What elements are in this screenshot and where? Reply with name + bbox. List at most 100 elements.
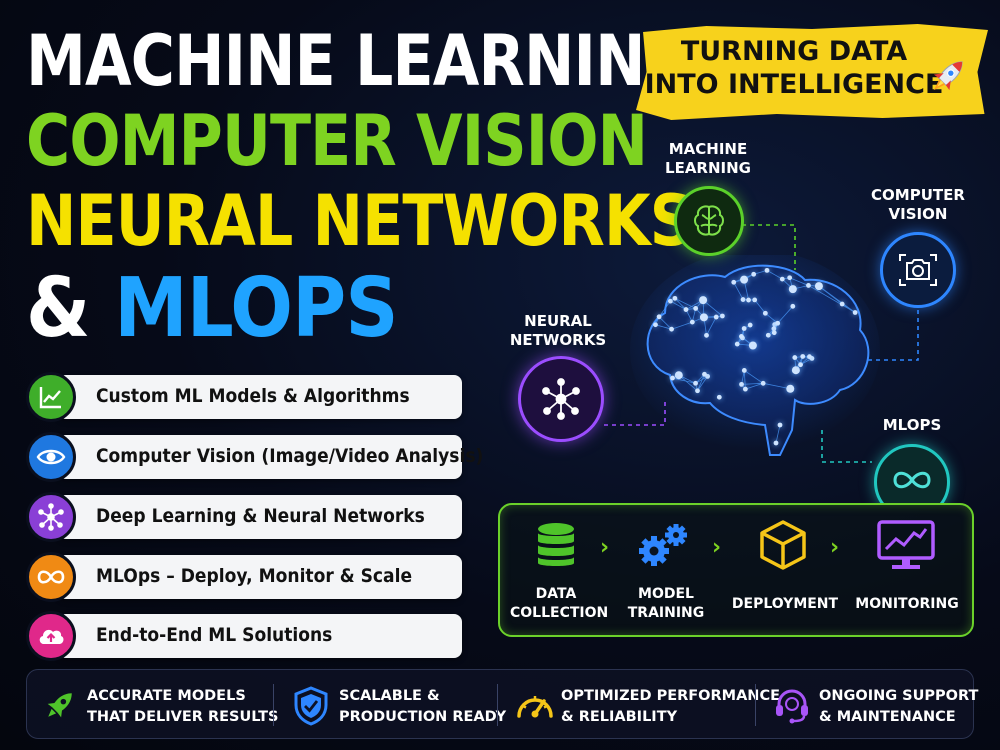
brain-network-icon [630, 255, 880, 456]
headline-computer-vision: COMPUTER VISION [26, 100, 648, 182]
brain-node [786, 384, 795, 393]
topic-line: VISION [888, 204, 948, 223]
brain-node [779, 276, 785, 282]
brain-node [674, 371, 683, 380]
brain-node [699, 296, 708, 305]
headline-ampersand: & [26, 261, 90, 356]
service-label: Computer Vision (Image/Video Analysis) [96, 445, 484, 467]
brain-link [733, 282, 744, 300]
brain-node [695, 388, 700, 394]
gauge-icon [517, 696, 553, 718]
brain-node [716, 394, 722, 400]
brain-node [773, 440, 779, 446]
service-item-deep-learning[interactable]: Deep Learning & Neural Networks [26, 492, 464, 542]
brain-link [702, 299, 723, 317]
brain-link [789, 277, 809, 286]
feature-line: PRODUCTION READY [339, 709, 507, 726]
feature-line: & RELIABILITY [561, 709, 678, 726]
network-icon [26, 492, 76, 542]
feature-line: SCALABLE & [339, 688, 440, 704]
pipeline-step-data-collection: DATA COLLECTION [510, 585, 608, 623]
headset-icon [776, 689, 808, 724]
chevron-right-icon: › [712, 535, 722, 560]
brain-link [697, 374, 705, 391]
rocket-icon [47, 693, 72, 718]
service-item-custom-ml[interactable]: Custom ML Models & Algorithms [26, 372, 464, 422]
divider [273, 684, 274, 726]
feature-text: OPTIMIZED PERFORMANCE & RELIABILITY [561, 686, 780, 728]
brain-node [739, 381, 744, 387]
brain-node [788, 285, 797, 294]
brain-node [777, 422, 783, 428]
brain-link [818, 285, 843, 305]
step-line: DEPLOYMENT [731, 596, 839, 612]
feature-text: ONGOING SUPPORT & MAINTENANCE [819, 686, 978, 728]
brain-link [674, 297, 696, 309]
camera-icon [880, 232, 956, 308]
monitor-chart-icon [877, 520, 935, 569]
brain-node [683, 307, 689, 312]
eye-icon [26, 432, 76, 482]
brain-link [678, 374, 698, 392]
brain-node [764, 267, 770, 273]
step-line: MONITORING [855, 596, 959, 612]
brain-link [754, 299, 766, 314]
brain-link [765, 312, 778, 324]
infinity-icon [26, 552, 76, 602]
brain-link [808, 285, 856, 313]
service-item-computer-vision[interactable]: Computer Vision (Image/Video Analysis) [26, 432, 483, 482]
network-icon [518, 356, 604, 442]
service-item-end-to-end[interactable]: End-to-End ML Solutions [26, 611, 464, 661]
brain-node [740, 275, 749, 284]
brain-node [670, 375, 675, 381]
brain-link [672, 377, 696, 384]
brain-node [787, 275, 793, 281]
banner-line-2: INTO INTELLIGENCE [644, 68, 944, 100]
service-item-mlops[interactable]: MLOps – Deploy, Monitor & Scale [26, 552, 464, 602]
brain-node [653, 322, 658, 328]
brain-link [766, 270, 783, 280]
topic-line: NEURAL [524, 312, 592, 330]
brain-node [719, 313, 725, 319]
brain-node [699, 313, 708, 322]
brain-node [741, 368, 747, 373]
feature-line: THAT DELIVER RESULTS [87, 709, 279, 726]
brain-node [741, 326, 747, 331]
brain-node [747, 322, 753, 328]
topic-line: LEARNING [665, 158, 751, 177]
chevron-right-icon: › [600, 535, 610, 560]
brain-node [751, 271, 757, 277]
brain-node [806, 283, 811, 288]
brain-node [731, 279, 737, 285]
brain-node [775, 320, 781, 326]
service-label: Deep Learning & Neural Networks [96, 505, 425, 527]
brain-link [763, 382, 791, 390]
topic-label-computer-vision: COMPUTER VISION [868, 186, 968, 224]
shield-check-icon [294, 686, 328, 726]
tagline-banner: TURNING DATA INTO INTELLIGENCE [636, 24, 988, 120]
cube-icon [760, 520, 806, 570]
cloud-upload-icon [26, 611, 76, 661]
service-label: Custom ML Models & Algorithms [96, 385, 410, 407]
headline-mlops: & MLOPS [26, 268, 398, 350]
pipeline-step-model-training: MODEL TRAINING [620, 585, 712, 623]
brain-node [852, 310, 858, 315]
brain-node [693, 306, 699, 311]
divider [497, 684, 498, 726]
feature-text: SCALABLE & PRODUCTION READY [339, 686, 506, 728]
topic-label-neural-networks: NEURAL NETWORKS [508, 312, 608, 350]
brain-link [744, 370, 764, 384]
brain-node [800, 354, 806, 359]
banner-line-1: TURNING DATA [680, 36, 908, 67]
brain-link [706, 316, 717, 336]
feature-line: ONGOING SUPPORT [819, 688, 979, 704]
brain-node [693, 380, 698, 386]
brain-link [775, 424, 781, 444]
brain-node [791, 366, 800, 375]
brain-node [798, 362, 803, 368]
database-icon [538, 523, 574, 566]
brain-link [658, 316, 672, 330]
headline-mlops-word: MLOPS [114, 261, 398, 356]
topic-line: MLOPS [882, 416, 942, 434]
